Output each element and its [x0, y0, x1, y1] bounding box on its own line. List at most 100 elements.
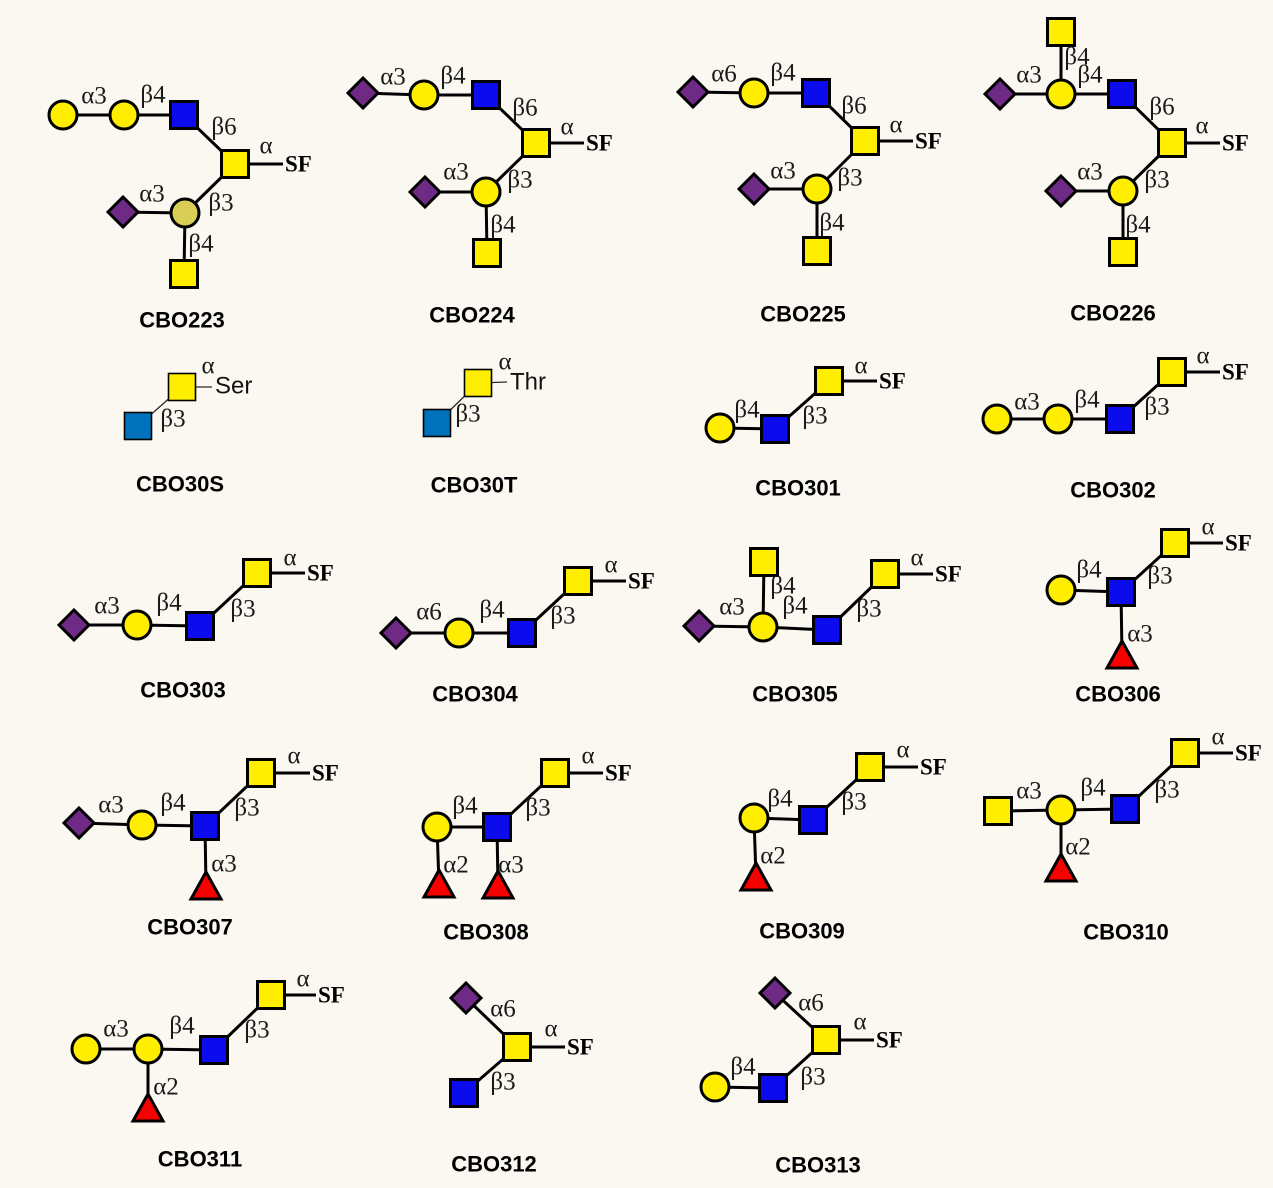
linkage-label: α3	[1127, 621, 1153, 648]
circle-yellow-node	[443, 617, 475, 649]
linkage-label: α	[1196, 343, 1209, 370]
diamond-purple-node	[1043, 173, 1079, 209]
linkage-label: β3	[507, 167, 532, 194]
square-yellow-node	[472, 238, 502, 268]
circle-yellow-node	[699, 1071, 731, 1103]
linkage-label: α3	[1016, 778, 1042, 805]
reducing-end-label: SF	[285, 152, 312, 177]
square-yellow-node	[870, 559, 900, 589]
linkage-label: α	[889, 112, 902, 139]
linkage-label: β4	[160, 790, 186, 817]
square-yellow-node	[1108, 237, 1138, 267]
reducing-end-label: SF	[1235, 741, 1262, 766]
linkage-label: β6	[1149, 94, 1174, 121]
linkage-label: α2	[1065, 834, 1091, 861]
square-yellow-node	[463, 368, 493, 398]
linkage-label: β3	[837, 165, 862, 192]
structure-title: CBO305	[752, 682, 838, 707]
reducing-end-label: SF	[1222, 360, 1249, 385]
linkage-label: β4	[1125, 212, 1151, 239]
linkage-label: α	[259, 133, 272, 160]
structure-title: CBO306	[1075, 682, 1161, 707]
square-blue-node	[507, 618, 537, 648]
reducing-end-label: SF	[312, 761, 339, 786]
linkage-label: β4	[770, 60, 796, 87]
linkage-label: β4	[819, 210, 845, 237]
linkage-label: β3	[1154, 777, 1179, 804]
linkage-label: β3	[244, 1017, 269, 1044]
amino-acid-label: Ser	[215, 373, 252, 400]
circle-yellow-node	[1107, 175, 1139, 207]
structure-title: CBO304	[432, 682, 518, 707]
circle-yellow-node	[981, 403, 1013, 435]
structure-title: CBO310	[1083, 920, 1169, 945]
linkage-label: β4	[188, 231, 214, 258]
square-yellow-node	[1170, 738, 1200, 768]
square-yellow-node	[220, 149, 250, 179]
linkage-label: β6	[211, 114, 236, 141]
diamond-purple-node	[378, 615, 414, 651]
linkage-label: β3	[802, 403, 827, 430]
diamond-purple-node	[681, 608, 717, 644]
linkage-label: β4	[1080, 775, 1106, 802]
diamond-purple-node	[56, 607, 92, 643]
circle-yellow-node	[408, 79, 440, 111]
circle-yellow-node	[132, 1033, 164, 1065]
structure-title: CBO30S	[136, 472, 224, 497]
linkage-label: α	[581, 743, 594, 770]
linkage-label: β3	[856, 596, 881, 623]
linkage-label: α	[853, 1009, 866, 1036]
linkage-label: β3	[550, 603, 575, 630]
square-lightblue-node	[422, 408, 452, 438]
triangle-red-node	[421, 866, 457, 899]
linkage-label: α	[560, 114, 573, 141]
structure-title: CBO223	[139, 308, 225, 333]
circle-yellow-node	[47, 99, 79, 131]
reducing-end-label: SF	[879, 369, 906, 394]
linkage-label: α3	[94, 593, 120, 620]
square-yellow-node	[563, 566, 593, 596]
square-yellow-node	[855, 752, 885, 782]
square-yellow-node	[814, 366, 844, 396]
square-blue-node	[1107, 79, 1137, 109]
linkage-label: β3	[160, 406, 185, 433]
linkage-label: α6	[416, 599, 442, 626]
structure-title: CBO224	[429, 303, 515, 328]
linkage-label: β4	[440, 63, 466, 90]
linkage-label: α6	[490, 996, 516, 1023]
linkage-label: α6	[798, 990, 824, 1017]
linkage-label: α2	[153, 1074, 179, 1101]
triangle-red-node	[480, 867, 516, 900]
triangle-red-node	[738, 859, 774, 892]
square-lightblue-node	[123, 411, 153, 441]
circle-olive-node	[169, 197, 201, 229]
linkage-label: β4	[479, 597, 505, 624]
linkage-label: α3	[443, 159, 469, 186]
triangle-red-node	[130, 1090, 166, 1123]
triangle-red-node	[188, 868, 224, 901]
linkage-label: α	[498, 349, 511, 376]
square-blue-node	[190, 811, 220, 841]
linkage-label: β4	[490, 212, 516, 239]
structure-title: CBO301	[755, 476, 841, 501]
linkage-label: β3	[841, 789, 866, 816]
linkage-label: α3	[498, 852, 524, 879]
linkage-label: β6	[841, 93, 866, 120]
circle-yellow-node	[470, 176, 502, 208]
square-blue-node	[199, 1035, 229, 1065]
linkage-label: β3	[455, 401, 480, 428]
square-yellow-node	[502, 1032, 532, 1062]
circle-yellow-node	[738, 802, 770, 834]
structure-title: CBO302	[1070, 478, 1156, 503]
